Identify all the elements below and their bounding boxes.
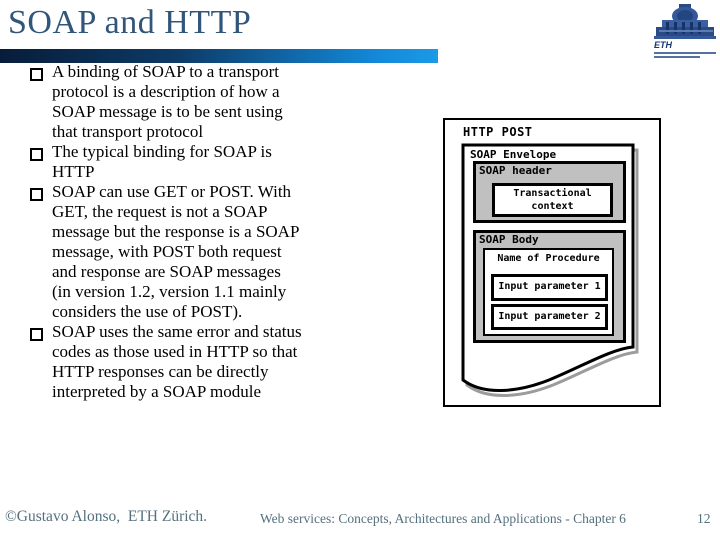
square-bullet-icon [30,188,43,201]
footer-page-number: 12 [697,511,711,526]
soap-envelope-label: SOAP Envelope [470,148,557,161]
bullet-text: SOAP can use GET or POST. With GET, the … [52,182,300,321]
eth-logo-text: ETH [654,40,672,50]
soap-http-diagram: HTTP POST SOAP Envelope SOAP header Tran… [443,118,661,407]
soap-header-label: SOAP header [479,164,552,177]
input-parameter-1-box: Input parameter 1 [491,274,608,301]
square-bullet-icon [30,148,43,161]
transactional-context-box: Transactional context [492,183,613,217]
bullet-text: A binding of SOAP to a transport protoco… [52,62,283,141]
http-post-label: HTTP POST [463,125,533,139]
bullet-item: The typical binding for SOAP is HTTP [28,142,400,182]
bullet-text: The typical binding for SOAP is HTTP [52,142,272,181]
eth-logo: ETH [654,3,718,59]
bullet-item: SOAP can use GET or POST. With GET, the … [28,182,400,322]
input-parameter-2-box: Input parameter 2 [491,304,608,330]
bullet-item: A binding of SOAP to a transport protoco… [28,62,400,142]
footer-author: ©Gustavo Alonso, ETH Zürich. [5,508,208,525]
soap-body-label: SOAP Body [479,233,539,246]
bullet-list: A binding of SOAP to a transport protoco… [28,62,400,402]
square-bullet-icon [30,68,43,81]
eth-building-icon [654,4,716,39]
bullet-item: SOAP uses the same error and status code… [28,322,400,402]
square-bullet-icon [30,328,43,341]
name-of-procedure-label: Name of Procedure [497,253,600,264]
bullet-text: SOAP uses the same error and status code… [52,322,302,401]
eth-logo-smalltext-line [654,56,700,58]
footer-course-title: Web services: Concepts, Architectures an… [260,511,626,526]
title-underline-bar [0,49,438,63]
slide-title: SOAP and HTTP [8,4,252,41]
soap-envelope-box: SOAP Envelope SOAP header Transactional … [461,143,643,401]
eth-logo-smalltext-line [654,52,716,54]
